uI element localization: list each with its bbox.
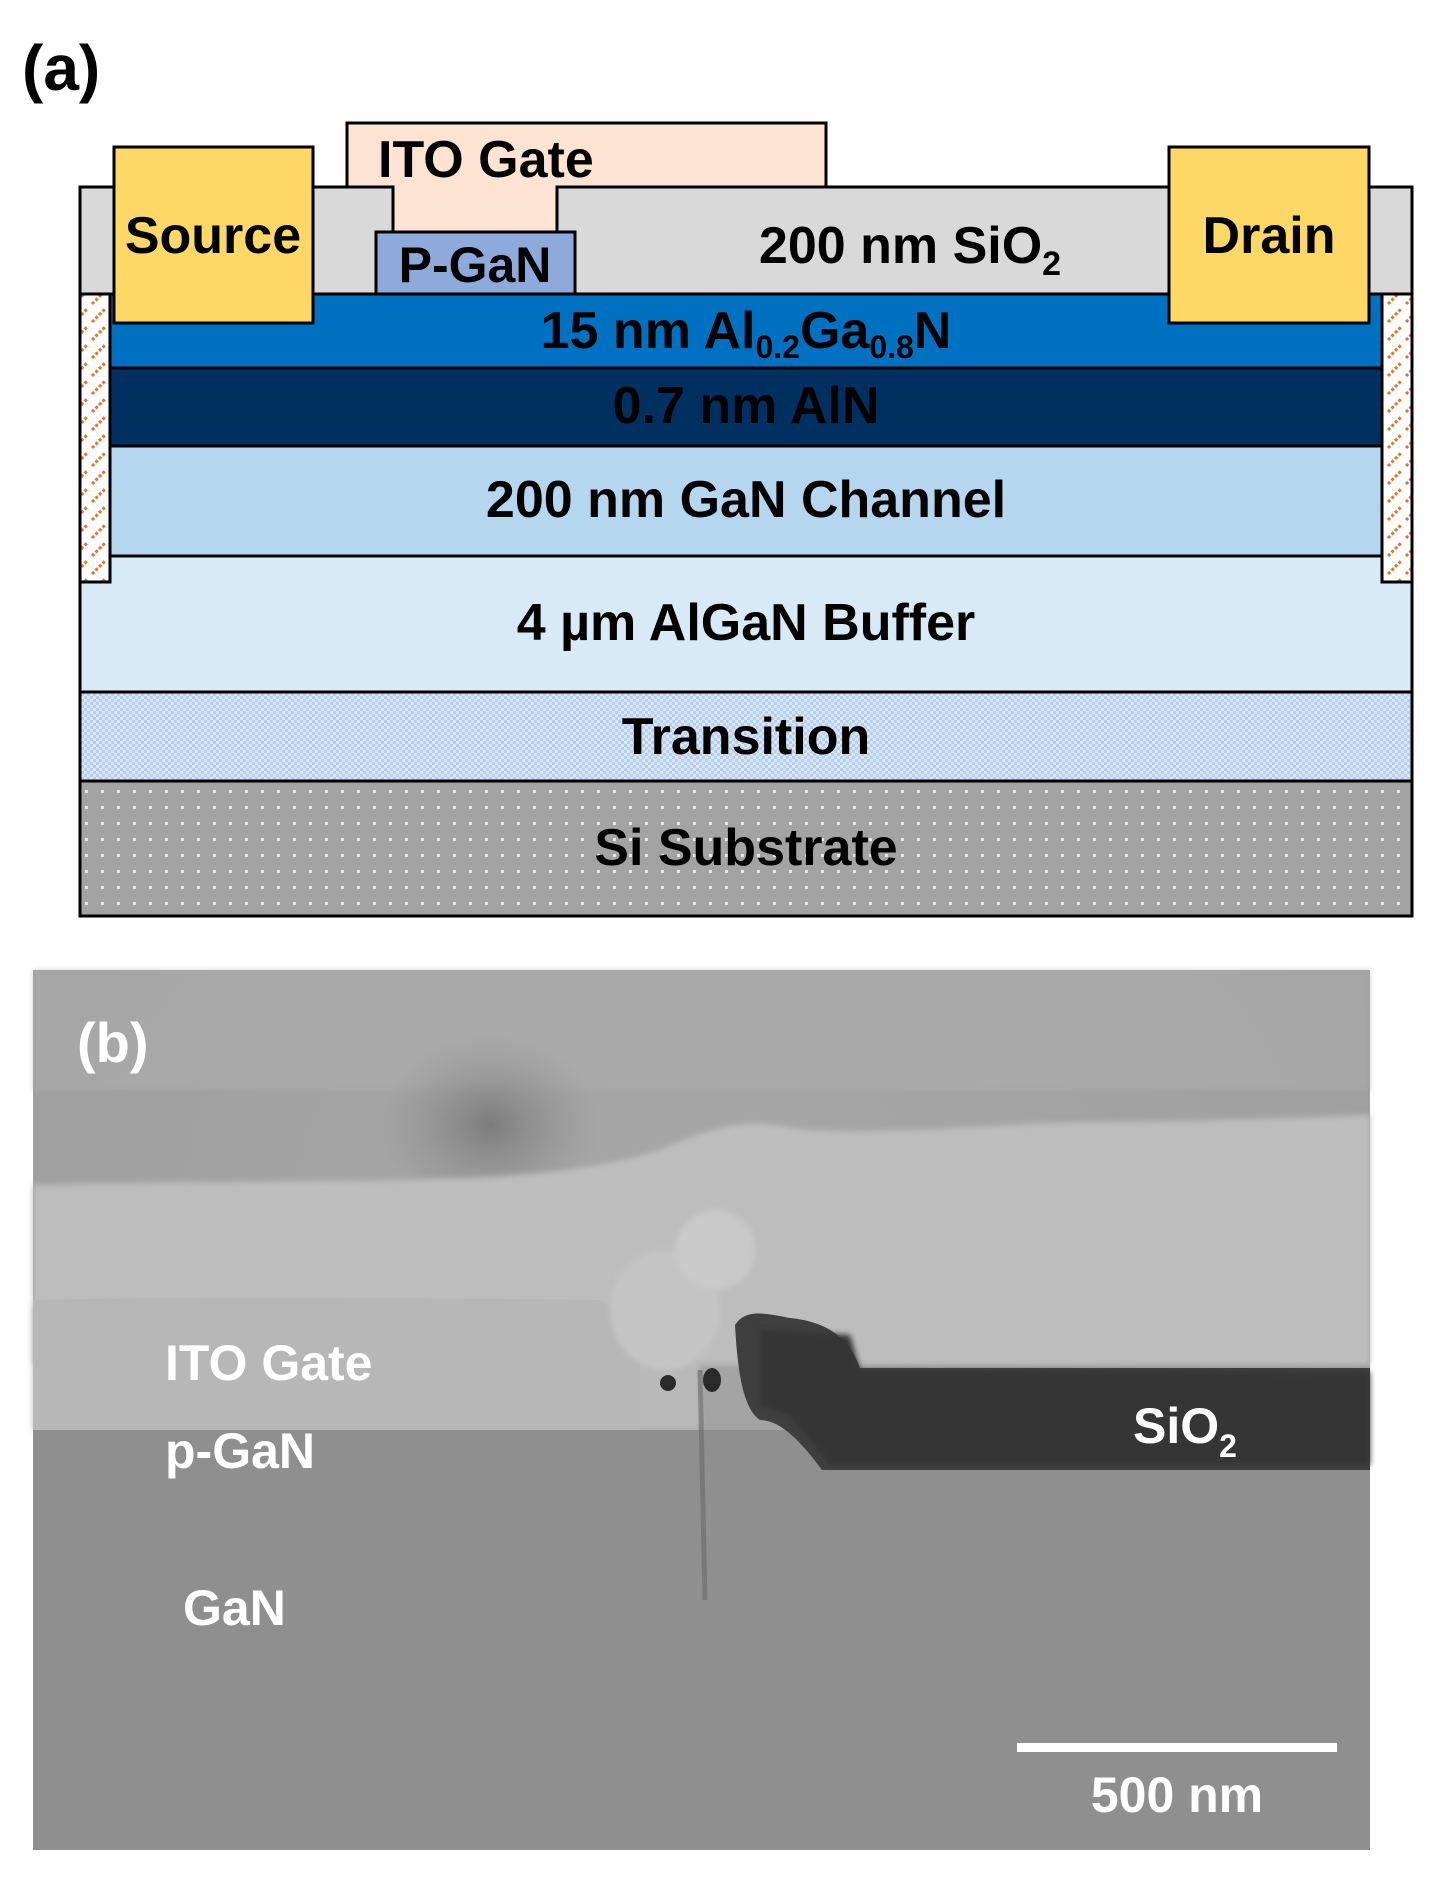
panel-a-device-cross-section: (a) Si Substrate Transition 4 µm AlGaN B…	[22, 32, 1414, 918]
aln-label: 0.7 nm AlN	[613, 377, 880, 435]
drain-label: Drain	[1203, 207, 1336, 265]
gan-channel-layer	[108, 444, 1384, 558]
panel-a-label: (a)	[22, 32, 100, 104]
sem-p-gan-label: p-GaN	[165, 1423, 315, 1479]
isolation-region-right	[1380, 290, 1414, 584]
gan-channel-label: 200 nm GaN Channel	[486, 471, 1006, 529]
sem-gate-edge-seam	[697, 1369, 708, 1601]
p-gan-label: P-GaN	[399, 237, 552, 293]
aln-layer	[108, 366, 1384, 448]
panel-b-label: (b)	[77, 1011, 149, 1074]
transition-label: Transition	[622, 708, 870, 766]
scale-bar-label: 500 nm	[1091, 1767, 1263, 1823]
source-label: Source	[125, 207, 301, 265]
ito-gate-label: ITO Gate	[378, 131, 594, 189]
transition-layer	[78, 690, 1414, 783]
p-gan-cap	[374, 230, 577, 296]
si-substrate-layer	[78, 779, 1414, 918]
algan-buffer-label: 4 µm AlGaN Buffer	[517, 594, 976, 652]
sem-gan-label: GaN	[183, 1580, 286, 1636]
sio2-label: 200 nm SiO2	[759, 217, 1061, 283]
algan-barrier-label: 15 nm Al0.2Ga0.8N	[541, 302, 952, 365]
isolation-region-left	[78, 290, 112, 584]
sem-ito-gate-label: ITO Gate	[165, 1335, 372, 1391]
scale-bar	[1017, 1743, 1337, 1752]
source-contact	[112, 145, 315, 325]
drain-contact	[1167, 145, 1371, 325]
sem-dark-spot	[380, 1035, 600, 1215]
panel-b-sem-image: (b) ITO Gate p-GaN GaN SiO2 500 nm	[33, 970, 1370, 1850]
si-substrate-label: Si Substrate	[594, 819, 897, 877]
sem-sio2-label: SiO2	[1133, 1398, 1237, 1464]
